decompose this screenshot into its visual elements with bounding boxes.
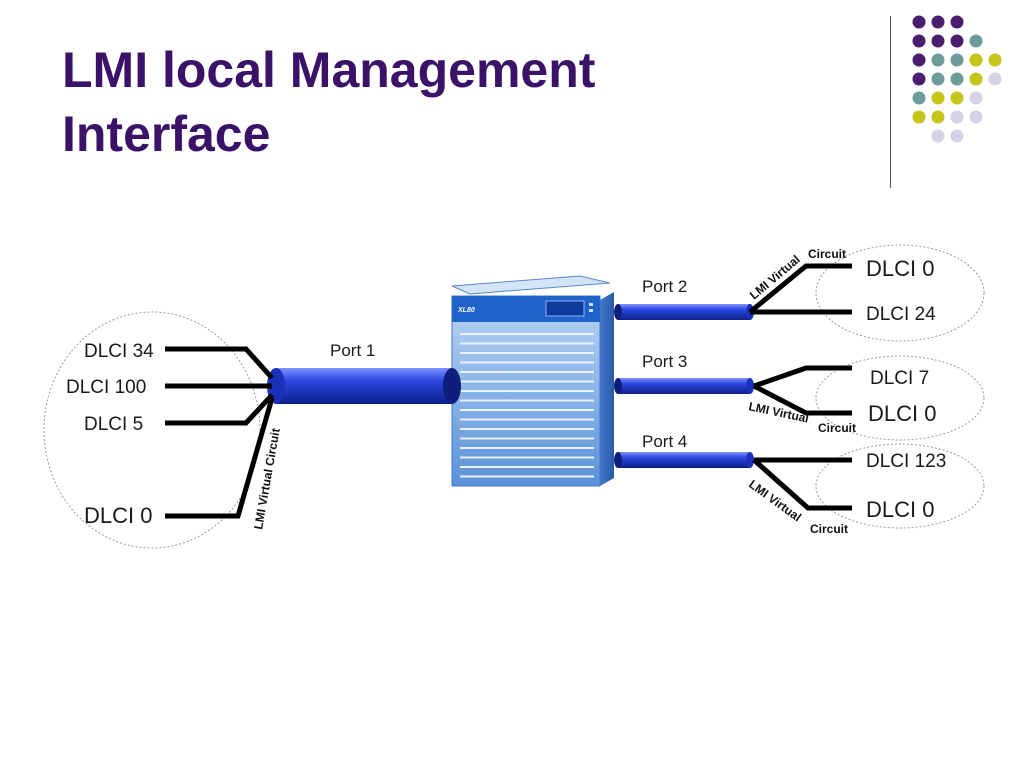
port3-dlci-top: DLCI 7: [870, 368, 929, 389]
decorative-dot: [912, 110, 926, 124]
slide-title-line-1: LMI local Management: [62, 42, 596, 98]
decorative-dot: [950, 91, 964, 105]
switch-model-label: XL80: [457, 307, 475, 314]
slide-title-line-2: Interface: [62, 106, 271, 162]
port-label: Port 3: [642, 352, 687, 371]
left-dlci-ellipse: [43, 311, 261, 549]
port2-dlci-bottom: DLCI 24: [866, 304, 936, 325]
decorative-dot: [950, 110, 964, 124]
decorative-dot: [931, 72, 945, 86]
port3-vc-label-part1: LMI Virtual: [747, 399, 810, 425]
port-label: Port 2: [642, 277, 687, 296]
port4-cable: [614, 452, 754, 468]
left-dlci-label: DLCI 5: [84, 414, 143, 435]
decorative-dot: [931, 15, 945, 29]
decorative-dot: [931, 34, 945, 48]
decorative-dot: [969, 72, 983, 86]
port2-vc-label-part2: Circuit: [808, 247, 846, 261]
port3-dlci-bottom: DLCI 0: [868, 401, 936, 426]
decorative-dot: [912, 53, 926, 67]
port3-cable: [614, 378, 754, 394]
decorative-dot: [912, 34, 926, 48]
port-label: Port 4: [642, 432, 687, 451]
left-dlci-label: DLCI 100: [66, 377, 146, 398]
decorative-dot: [931, 53, 945, 67]
right-virtual-circuit-lines: [748, 263, 852, 511]
port4-dlci-bottom: DLCI 0: [866, 497, 934, 522]
port4-dlci-top: DLCI 123: [866, 451, 946, 472]
decorative-dot: [950, 53, 964, 67]
decorative-dot: [969, 34, 983, 48]
decorative-dot: [969, 53, 983, 67]
port4-vc-label-part1: LMI Virtual: [746, 477, 804, 524]
slide-title: LMI local Management Interface: [62, 38, 822, 166]
left-dlci-label: DLCI 34: [84, 341, 154, 362]
decorative-dot: [950, 72, 964, 86]
decorative-dot: [988, 72, 1002, 86]
title-divider: [890, 16, 891, 188]
port3-vc-label-part2: Circuit: [818, 421, 856, 435]
port2-dlci-top: DLCI 0: [866, 256, 934, 281]
decorative-dot: [950, 15, 964, 29]
left-lmi-virtual-circuit-label: LMI Virtual Circuit: [251, 427, 283, 530]
decorative-dot: [912, 15, 926, 29]
decorative-dot: [931, 110, 945, 124]
decorative-dot: [912, 72, 926, 86]
decorative-dot: [931, 129, 945, 143]
decorative-dot: [988, 53, 1002, 67]
port2-cable: [614, 304, 754, 320]
left-virtual-circuit-lines: [165, 346, 275, 519]
decorative-dot: [969, 110, 983, 124]
port4-dlci-ellipse: [815, 443, 985, 529]
decorative-dot: [950, 129, 964, 143]
port2-dlci-ellipse: [815, 244, 985, 342]
port3-dlci-ellipse: [815, 355, 985, 441]
left-dlci-label: DLCI 0: [84, 503, 152, 528]
decorative-dot: [912, 91, 926, 105]
frame-relay-switch: XL80: [451, 275, 614, 487]
port-label: Port 1: [330, 341, 375, 360]
decorative-dot: [931, 91, 945, 105]
port4-vc-label-part2: Circuit: [810, 522, 848, 536]
decorative-dot-grid: [912, 15, 1002, 143]
port1-cable: [267, 368, 461, 404]
decorative-dot: [950, 34, 964, 48]
decorative-dot: [969, 91, 983, 105]
